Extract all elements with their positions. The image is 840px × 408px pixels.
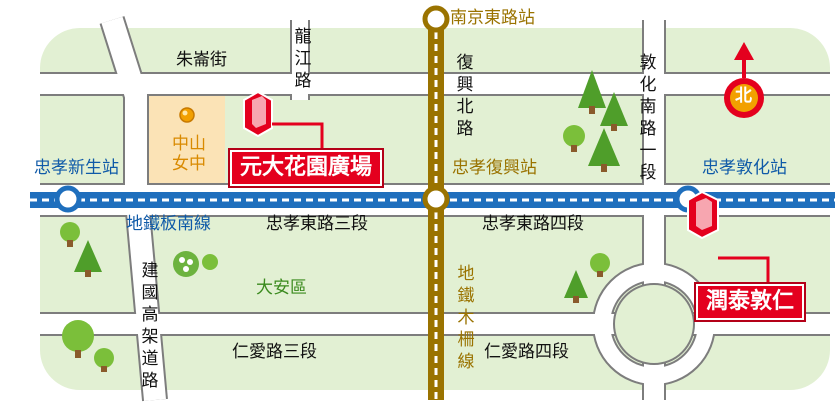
road-label-dunhua-south: 敦化南路一段	[639, 53, 657, 183]
road-label-zhongxiao-4: 忠孝東路四段	[482, 214, 584, 234]
tree-icon	[590, 253, 610, 277]
tree-icon	[588, 128, 620, 172]
tree-icon	[74, 240, 102, 277]
school-label: 中山女中	[172, 134, 206, 174]
road-label-jianguo: 建國高架道路	[141, 261, 159, 391]
station-label-dunhua: 忠孝敦化站	[702, 158, 787, 178]
flower-bush-icon	[173, 251, 218, 277]
station-marker-nanjing	[422, 5, 450, 33]
station-label-nanjing: 南京東路站	[450, 8, 535, 28]
road-label-fuxing-north: 復興北路	[456, 53, 474, 139]
tree-icon	[62, 320, 94, 358]
station-label-xinsheng: 忠孝新生站	[34, 158, 119, 178]
school-dot-icon	[179, 107, 195, 123]
road-label-longjiang: 龍江路	[294, 27, 312, 91]
road-label-zhuluan: 朱崙街	[176, 50, 227, 70]
north-arrow-icon	[724, 42, 764, 118]
compass-label: 北	[735, 86, 752, 106]
station-marker-fuxing	[422, 185, 450, 213]
tree-icon	[60, 222, 80, 247]
tree-icon	[563, 125, 585, 152]
building-pin-icon	[243, 90, 324, 150]
building-pin-icon	[687, 190, 770, 284]
station-label-fuxing: 忠孝復興站	[452, 158, 537, 178]
road-label-renai-3: 仁愛路三段	[232, 342, 317, 362]
road-label-renai-4: 仁愛路四段	[484, 342, 569, 362]
tree-icon	[564, 270, 588, 303]
marker-yuanta-label[interactable]: 元大花園廣場	[227, 148, 385, 188]
marker-runtai-label[interactable]: 潤泰敦仁	[693, 282, 807, 322]
line-label-brown: 地鐵木柵線	[457, 264, 475, 372]
line-label-blue: 地鐵板南線	[126, 214, 211, 234]
district-label: 大安區	[256, 278, 307, 298]
station-marker-xinsheng	[54, 185, 82, 213]
tree-icon	[600, 92, 628, 131]
tree-icon	[578, 70, 606, 114]
road-label-zhongxiao-3: 忠孝東路三段	[266, 214, 368, 234]
tree-icon	[94, 348, 114, 372]
